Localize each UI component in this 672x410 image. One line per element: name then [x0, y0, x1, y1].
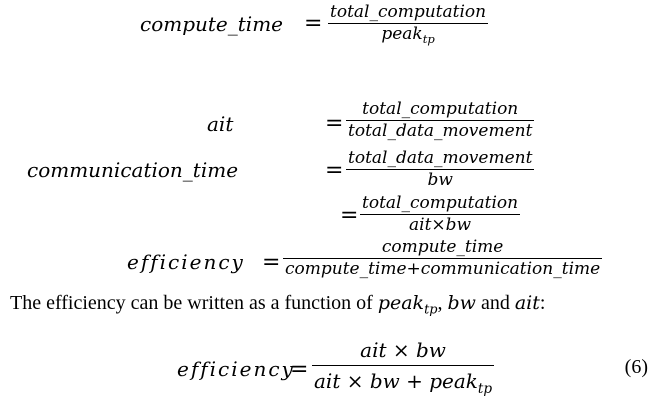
communication-time-lhs: communication_time	[27, 158, 239, 182]
equals-sign: =	[325, 158, 344, 183]
equals-sign: =	[290, 357, 309, 382]
fraction-numerator: total_computation	[330, 2, 487, 22]
compute-time-lhs: compute_time	[140, 12, 283, 36]
fraction-bar	[360, 214, 521, 216]
fraction-bar	[283, 258, 603, 260]
fraction-numerator: ait × bw	[360, 338, 446, 362]
fraction-bar	[312, 365, 495, 367]
body-paragraph: The efficiency can be written as a funct…	[10, 292, 546, 318]
fraction-bar	[346, 169, 535, 171]
efficiency-lhs: efficiency	[127, 250, 245, 274]
equals-sign: =	[325, 111, 344, 136]
fraction-denominator: bw	[427, 170, 453, 191]
efficiency-lhs: efficiency	[177, 357, 295, 381]
efficiency-fraction: compute_time compute_time+communication_…	[283, 237, 603, 280]
communication-time-fraction-1: total_data_movement bw	[346, 148, 535, 191]
fraction-denominator: ait×bw	[409, 215, 472, 236]
fraction-numerator: total_data_movement	[348, 148, 533, 168]
fraction-numerator: total_computation	[362, 193, 519, 213]
ait-fraction: total_computation total_data_movement	[346, 99, 535, 142]
compute-time-fraction: total_computation peaktp	[328, 2, 489, 47]
equals-sign: =	[304, 11, 323, 36]
fraction-bar	[346, 120, 535, 122]
fraction-denominator: peaktp	[381, 24, 435, 47]
ait-lhs: ait	[207, 112, 234, 136]
fraction-bar	[328, 23, 489, 25]
fraction-denominator: ait × bw + peaktp	[314, 369, 493, 398]
fraction-numerator: total_computation	[362, 99, 519, 119]
equals-sign: =	[262, 250, 281, 275]
equation-number: (6)	[624, 356, 648, 378]
fraction-numerator: compute_time	[381, 237, 504, 257]
fraction-denominator: total_data_movement	[348, 121, 533, 142]
equals-sign: =	[340, 203, 359, 228]
communication-time-fraction-2: total_computation ait×bw	[360, 193, 521, 236]
fraction-denominator: compute_time+communication_time	[285, 259, 601, 280]
efficiency-fraction-6: ait × bw ait × bw + peaktp	[312, 338, 495, 398]
